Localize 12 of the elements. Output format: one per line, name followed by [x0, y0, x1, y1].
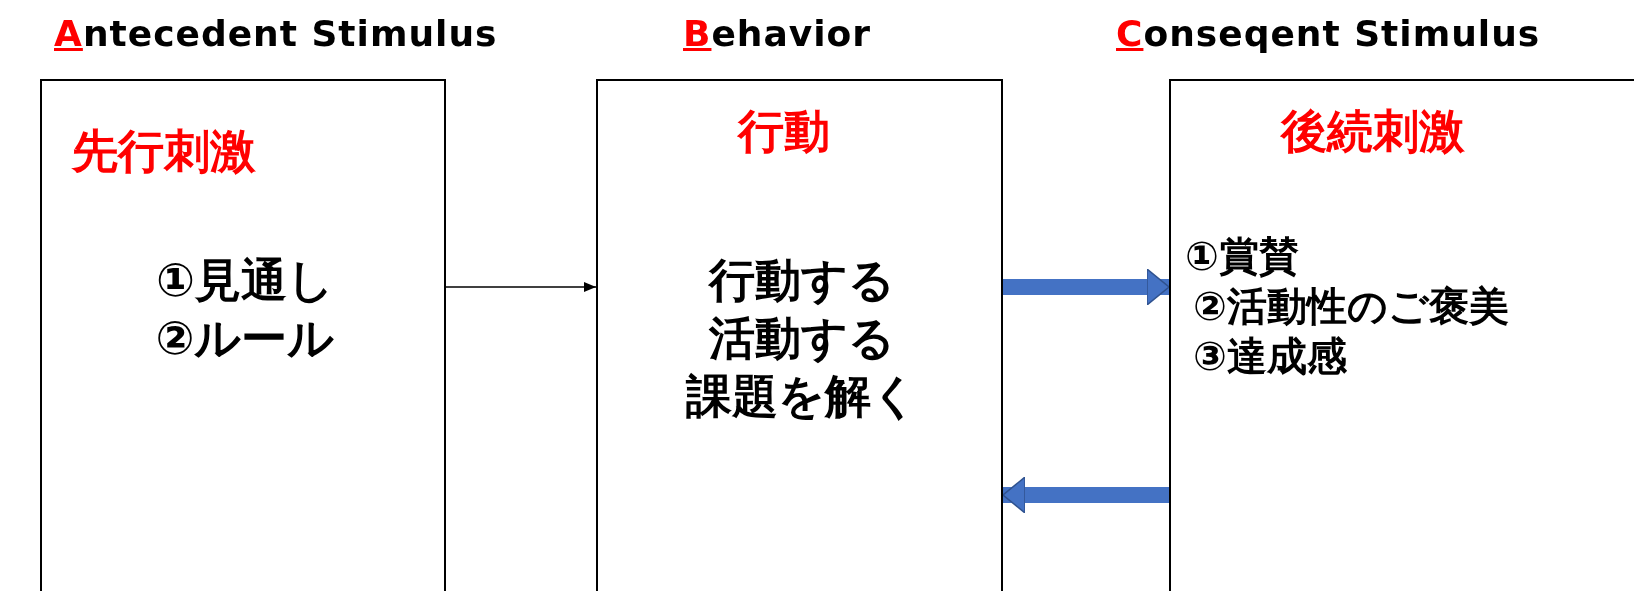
- item-list: 行動する活動する課題を解く: [598, 251, 1005, 425]
- item-list: ①見通し②ルール: [42, 251, 448, 367]
- block-arrow: [1003, 268, 1170, 306]
- box-title: 行動: [738, 103, 830, 160]
- arrow: [445, 282, 597, 292]
- item-list: ①賞賛②活動性のご褒美③達成感: [1185, 231, 1545, 381]
- heading: Behavior: [683, 13, 872, 54]
- heading: Conseqent Stimulus: [1116, 13, 1541, 54]
- box-title: 先行刺激: [72, 123, 256, 180]
- block-arrow: [1002, 476, 1169, 514]
- heading: Antecedent Stimulus: [54, 13, 498, 54]
- box-title: 後続刺激: [1281, 103, 1465, 160]
